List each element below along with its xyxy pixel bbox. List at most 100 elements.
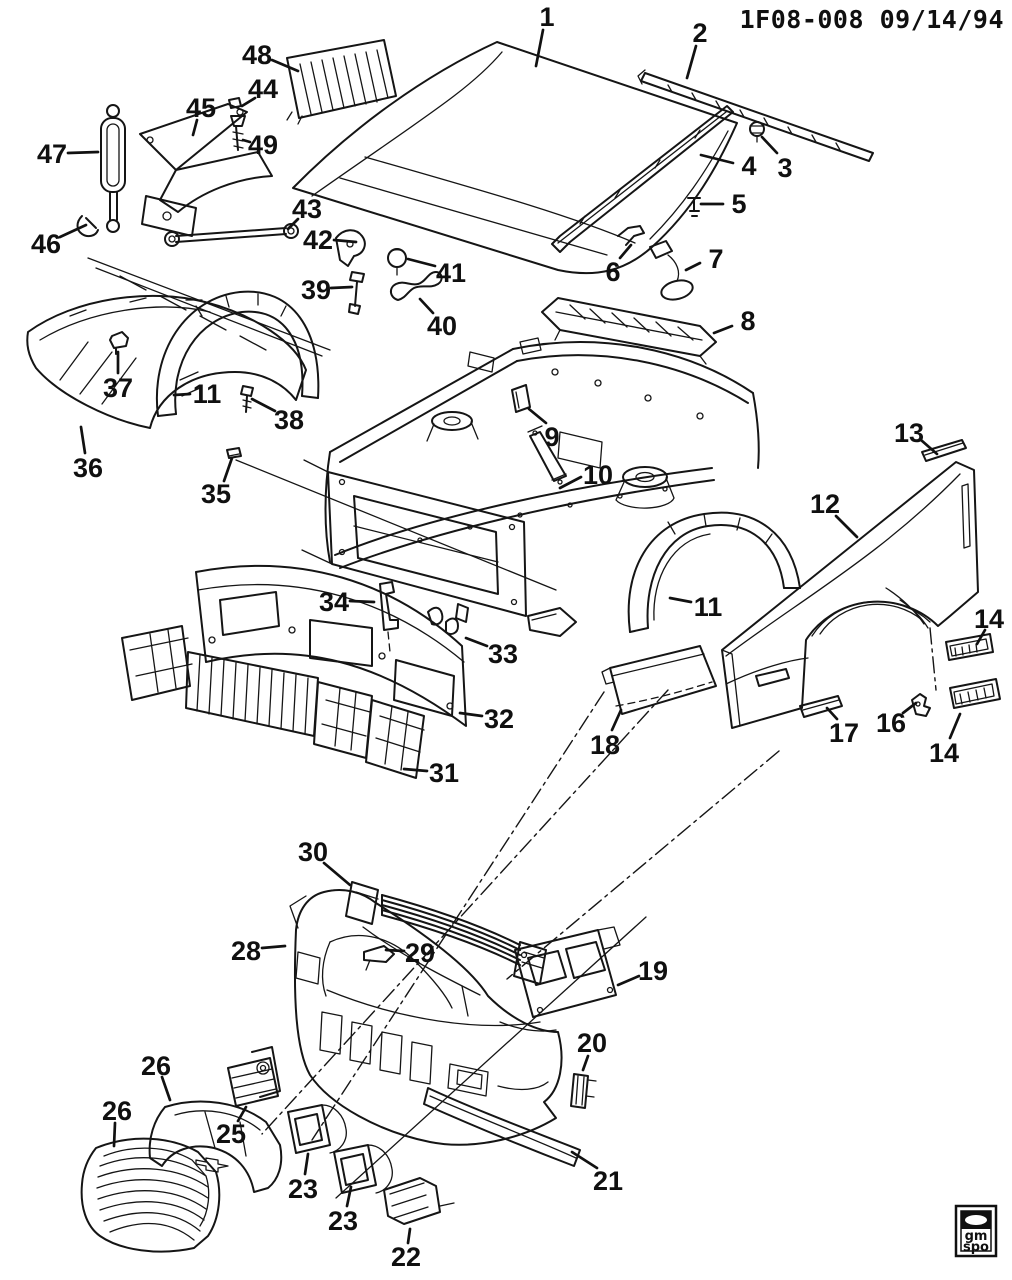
leader-line-29 <box>384 948 406 953</box>
hood-hinge <box>139 103 273 237</box>
energy-absorber <box>121 625 425 779</box>
logo-text-spo: spo <box>963 1240 989 1255</box>
leader-line-30 <box>322 861 352 887</box>
park-lamp-22 <box>383 1177 455 1225</box>
leader-line-9 <box>527 407 548 425</box>
callout-17: 17 <box>829 718 859 748</box>
leader-line-1 <box>534 28 545 68</box>
bracket-30 <box>345 881 379 925</box>
leader-line-31 <box>402 767 429 773</box>
leader-line-32 <box>458 711 484 718</box>
leader-line-26 <box>160 1075 172 1102</box>
splash-shield <box>601 645 717 715</box>
leader-line-17 <box>825 706 839 721</box>
hook-40 <box>390 271 443 301</box>
callout-35: 35 <box>201 479 231 509</box>
leader-line-10 <box>558 475 583 490</box>
leader-line-36 <box>79 425 87 455</box>
drawing-number: 1F08-008 09/14/94 <box>740 5 1004 34</box>
body-shell <box>301 337 760 637</box>
callout-21: 21 <box>593 1166 623 1196</box>
leader-line-41 <box>406 257 437 268</box>
bolt-39 <box>348 271 365 315</box>
leader-line-19 <box>616 974 641 987</box>
clip-5 <box>687 197 701 217</box>
leader-line-23 <box>345 1185 353 1208</box>
leader-line-8 <box>712 324 734 335</box>
leader-line-23 <box>303 1152 310 1176</box>
logo-oval <box>965 1215 987 1225</box>
hood-molding-strip <box>637 69 874 162</box>
leader-line-43 <box>286 217 300 231</box>
callout-10: 10 <box>583 460 613 490</box>
left-inner-fender <box>26 294 307 429</box>
latch-42 <box>335 229 366 267</box>
leader-line-34 <box>348 599 376 604</box>
hood-support-rod-43 <box>164 223 299 247</box>
leader-line-47 <box>66 150 100 155</box>
callout-2: 2 <box>692 18 707 48</box>
leader-line-22 <box>406 1227 412 1245</box>
callout-22: 22 <box>391 1242 421 1272</box>
callout-33: 33 <box>488 639 518 669</box>
callout-30: 30 <box>298 837 328 867</box>
leader-line-26 <box>112 1121 117 1148</box>
clips-33 <box>427 603 469 635</box>
right-fender <box>721 461 979 729</box>
nut-44 <box>228 97 242 109</box>
nut-3 <box>749 121 765 143</box>
bracket-34 <box>379 581 399 653</box>
clip-46 <box>76 215 99 238</box>
callout-4: 4 <box>741 151 756 181</box>
leader-line-14 <box>975 628 987 646</box>
callout-5: 5 <box>731 189 746 219</box>
lamp-25 <box>227 1046 281 1107</box>
leader-line-3 <box>760 135 779 155</box>
leader-line-38 <box>250 397 277 413</box>
nut-35 <box>226 447 242 459</box>
leader-line-20 <box>581 1054 590 1072</box>
bracket-20 <box>570 1073 597 1109</box>
callout-28: 28 <box>231 936 261 966</box>
callout-12: 12 <box>810 489 840 519</box>
callout-23: 23 <box>328 1206 358 1236</box>
callout-32: 32 <box>484 704 514 734</box>
leader-line-7 <box>684 261 702 272</box>
insulator-pad <box>286 39 397 125</box>
hood-latch-striker-6 <box>617 225 645 246</box>
callout-20: 20 <box>577 1028 607 1058</box>
upper-tie-bar <box>541 297 717 365</box>
callout-37: 37 <box>103 373 133 403</box>
leader-line-46 <box>58 223 88 239</box>
leader-line-39 <box>329 285 354 290</box>
fog-lamp-23-left <box>287 1104 347 1154</box>
diagonal-brace-10 <box>527 425 567 485</box>
leader-line-33 <box>464 636 489 648</box>
leader-line-21 <box>570 1150 599 1170</box>
callout-14: 14 <box>974 604 1004 634</box>
callout-45: 45 <box>186 93 216 123</box>
leader-line-4 <box>699 153 735 165</box>
callout-1: 1 <box>539 2 554 32</box>
callout-29: 29 <box>405 938 435 968</box>
callout-11: 11 <box>193 379 222 409</box>
emblem-14-lower <box>949 678 1001 709</box>
callout-34: 34 <box>319 587 349 617</box>
leader-line-40 <box>418 297 435 315</box>
callout-6: 6 <box>605 257 620 287</box>
fender-molding-13 <box>921 439 967 462</box>
leader-line-48 <box>270 58 300 73</box>
logo-text-gm: gm <box>965 1229 988 1244</box>
grommet-41 <box>387 248 407 276</box>
callout-26: 26 <box>141 1051 171 1081</box>
callout-11: 11 <box>694 592 723 622</box>
callout-43: 43 <box>292 194 322 224</box>
callout-48: 48 <box>242 40 272 70</box>
callout-14: 14 <box>929 738 959 768</box>
clip-37 <box>109 331 129 355</box>
callout-36: 36 <box>73 453 103 483</box>
callout-40: 40 <box>427 311 457 341</box>
callout-7: 7 <box>708 244 723 274</box>
